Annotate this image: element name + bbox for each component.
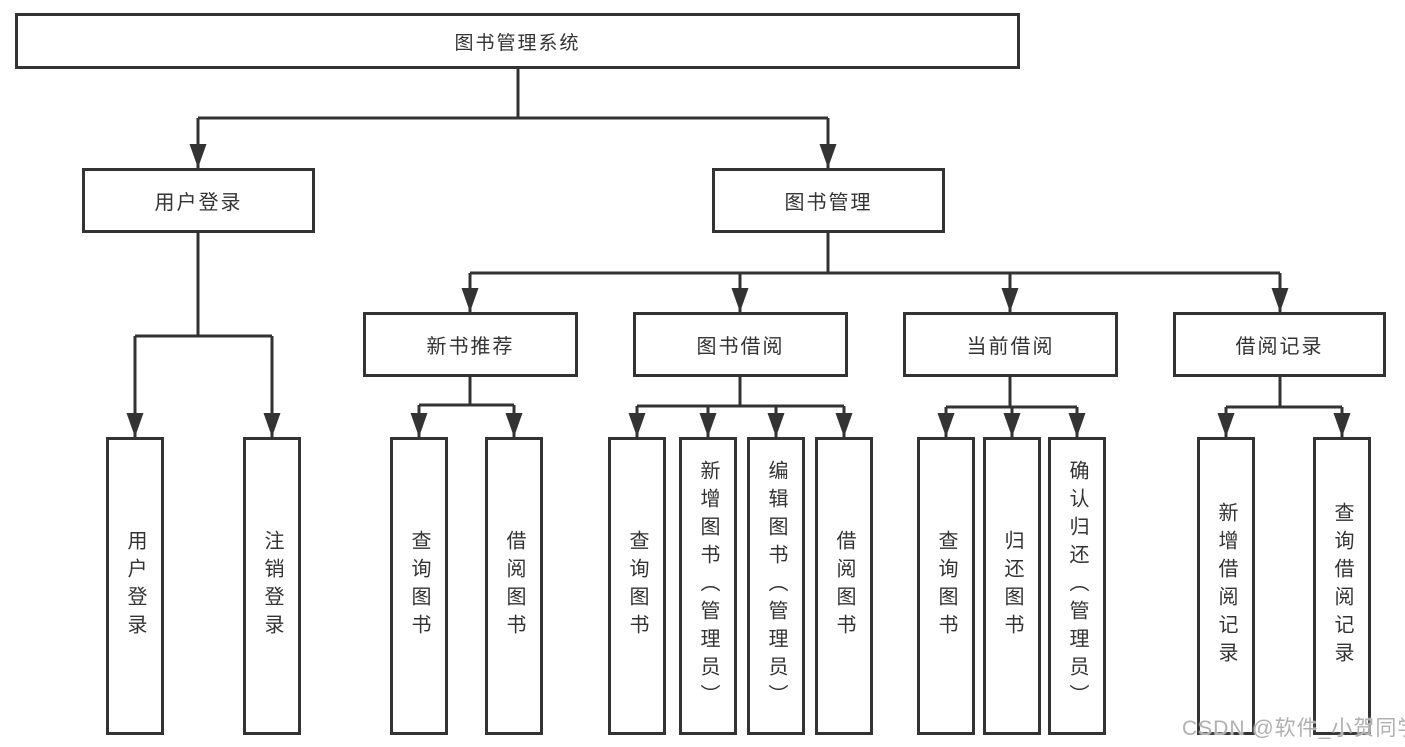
leaf-label: 新增借阅记录	[1215, 502, 1237, 670]
leaf-borrow-books: 借阅图书	[815, 437, 873, 735]
leaf-query-books-borrow: 查询图书	[608, 437, 666, 735]
leaf-user-login: 用户登录	[106, 437, 164, 735]
csdn-watermark: CSDN @软件_小贺同学	[1182, 717, 1405, 740]
leaf-return-books: 归还图书	[983, 437, 1041, 735]
node-borrow-records: 借阅记录	[1173, 312, 1386, 377]
leaf-label: 查询借阅记录	[1331, 502, 1353, 670]
leaf-borrow-books-recommend: 借阅图书	[485, 437, 543, 735]
leaf-label: 编辑图书（管理员）	[765, 460, 787, 712]
leaf-query-borrow-record: 查询借阅记录	[1313, 437, 1371, 735]
connector-login-split	[135, 233, 272, 338]
node-current-borrow: 当前借阅	[903, 312, 1118, 377]
node-new-book-recommend: 新书推荐	[363, 312, 578, 377]
node-user-login: 用户登录	[82, 168, 315, 233]
leaf-edit-books-admin: 编辑图书（管理员）	[747, 437, 805, 735]
connector-records-split	[1226, 377, 1342, 409]
connector-current-split	[946, 377, 1077, 409]
leaf-label: 查询图书	[626, 530, 648, 642]
leaf-label: 归还图书	[1001, 530, 1023, 642]
leaf-query-books-recommend: 查询图书	[390, 437, 448, 735]
leaf-label: 用户登录	[124, 530, 146, 642]
node-book-borrow: 图书借阅	[633, 312, 848, 377]
leaf-label: 注销登录	[261, 530, 283, 642]
leaf-query-books-current: 查询图书	[917, 437, 975, 735]
leaf-label: 新增图书（管理员）	[697, 460, 719, 712]
connector-root-split	[198, 69, 828, 120]
connector-newbooks-split	[419, 377, 514, 407]
connector-borrow-split	[637, 377, 844, 408]
node-library-management-system: 图书管理系统	[15, 13, 1020, 69]
leaf-label: 确认归还（管理员）	[1066, 460, 1088, 712]
leaf-label: 借阅图书	[833, 530, 855, 642]
connector-management-split	[470, 233, 1280, 275]
leaf-label: 借阅图书	[503, 530, 525, 642]
leaf-logout: 注销登录	[243, 437, 301, 735]
leaf-label: 查询图书	[408, 530, 430, 642]
leaf-add-borrow-record: 新增借阅记录	[1197, 437, 1255, 735]
leaf-confirm-return-admin: 确认归还（管理员）	[1048, 437, 1106, 735]
node-book-management: 图书管理	[712, 168, 945, 233]
leaf-add-books-admin: 新增图书（管理员）	[679, 437, 737, 735]
leaf-label: 查询图书	[935, 530, 957, 642]
